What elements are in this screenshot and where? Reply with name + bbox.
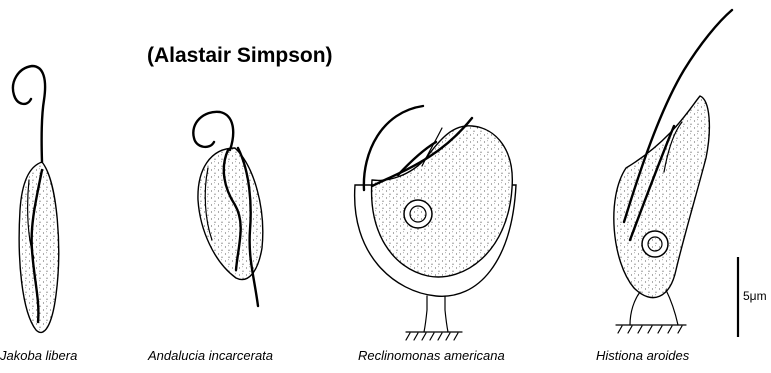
scale-bar-label: 5μm <box>743 289 767 303</box>
caption-histiona-aroides: Histiona aroides <box>596 348 689 363</box>
caption-reclinomonas-americana: Reclinomonas americana <box>358 348 505 363</box>
histiona-aroides-drawing <box>614 10 732 333</box>
caption-andalucia-incarcerata: Andalucia incarcerata <box>148 348 273 363</box>
author-credit: (Alastair Simpson) <box>147 44 333 68</box>
jakoba-libera-drawing <box>13 66 59 332</box>
caption-jakoba-libera: Jakoba libera <box>0 348 77 363</box>
andalucia-incarcerata-drawing <box>193 112 262 306</box>
reclinomonas-americana-drawing <box>355 106 516 340</box>
